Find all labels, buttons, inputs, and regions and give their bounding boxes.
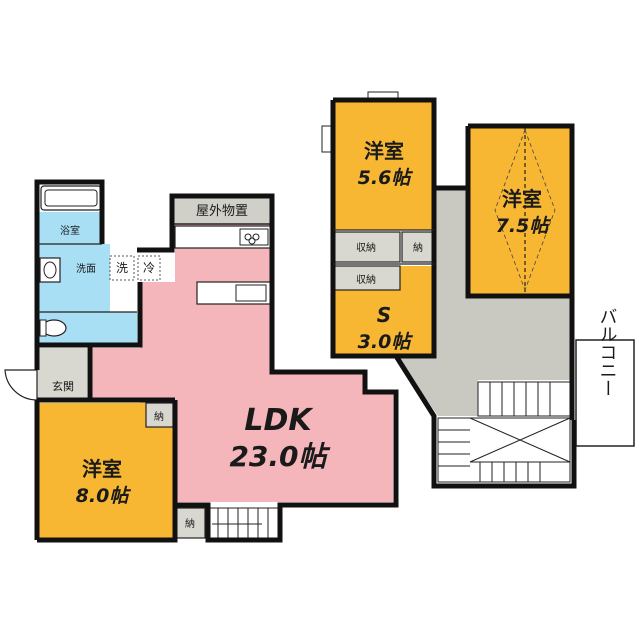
s-room-floor [333, 266, 434, 356]
fridge-label: 冷 [143, 261, 155, 275]
s-room-label: S [377, 303, 391, 327]
fridge-space [137, 255, 161, 281]
storage-c [332, 265, 401, 291]
balcony-label: バルコニー [597, 307, 618, 397]
entrance-door [4, 369, 38, 401]
bedroom-56-floor [333, 100, 434, 230]
bedroom-56-size: 5.6帖 [358, 167, 414, 189]
entrance-floor [37, 348, 87, 400]
storage-a [332, 231, 401, 263]
closet-2-label: 納 [185, 517, 195, 530]
s-room-size: 3.0帖 [358, 331, 414, 353]
ldk-label: LDK [244, 403, 314, 438]
storage-b-label: 納 [413, 241, 423, 254]
balcony-area [575, 339, 635, 447]
bedroom-75-label: 洋室 [502, 187, 542, 211]
bedroom-75-floor [470, 126, 571, 294]
outdoor-storage-label: 屋外物置 [196, 204, 248, 219]
left-unit-walls [34, 179, 399, 543]
stairs-left [207, 507, 279, 541]
washroom-label: 洗面 [76, 263, 96, 275]
bath-floor [37, 212, 102, 244]
bedroom-8-size: 8.0帖 [76, 485, 132, 507]
washer-space [109, 255, 135, 281]
ldk-size: 23.0帖 [229, 440, 330, 473]
bedroom-75-size: 7.5帖 [496, 215, 552, 237]
hall-floor [396, 188, 572, 416]
stairs-right [437, 381, 571, 483]
bedroom-56-label: 洋室 [364, 139, 404, 163]
closet-bedroom-8 [145, 402, 174, 428]
right-unit-walls [330, 97, 577, 489]
bedroom-8-label: 洋室 [82, 457, 122, 481]
washer-label: 洗 [116, 261, 128, 275]
entrance-label: 玄関 [52, 379, 74, 393]
storage-a-label: 収納 [356, 241, 376, 254]
closet-1-label: 納 [154, 410, 164, 423]
ldk-floor [90, 224, 393, 502]
bath-label: 浴室 [60, 224, 80, 237]
storage-c-label: 収納 [356, 273, 376, 286]
wash-basin [39, 257, 61, 283]
